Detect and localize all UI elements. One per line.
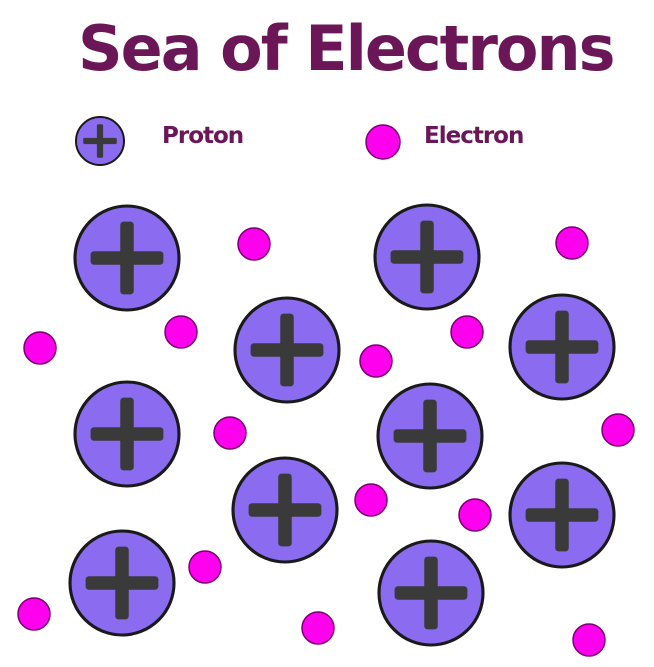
legend-icons [75,116,401,166]
proton-particle [376,382,484,490]
plus-sign-icon [393,399,467,473]
proton-particle [377,539,485,647]
electron-particle [601,413,635,447]
electron-particle [354,483,388,517]
proton-particle [233,296,341,404]
electron-particle [23,331,57,365]
plus-sign-icon [248,473,322,547]
electron-particle [450,315,484,349]
electron-particle [17,597,51,631]
plus-sign-icon [90,397,164,471]
plus-sign-icon [525,310,599,384]
legend-proton-icon [75,116,125,166]
proton-particle [73,204,181,312]
electron-layer [17,226,635,657]
plus-sign-icon [250,313,324,387]
proton-particle [231,456,339,564]
electron-particle [164,315,198,349]
proton-particle [73,380,181,488]
plus-sign-icon [83,124,117,158]
electron-particle [237,227,271,261]
proton-layer [68,203,616,647]
electron-particle [301,611,335,645]
electron-particle [458,498,492,532]
legend-electron-icon [365,124,401,160]
diagram-title: Sea of Electrons [78,12,616,85]
plus-sign-icon [390,220,464,294]
plus-sign-icon [85,546,159,620]
electron-particle [213,416,247,450]
electron-particle [572,623,606,657]
legend-proton-label: Proton [162,123,244,149]
electron-particle [188,550,222,584]
proton-particle [508,461,616,569]
legend-electron-label: Electron [424,123,524,149]
electron-particle [555,226,589,260]
proton-particle [373,203,481,311]
plus-sign-icon [525,478,599,552]
plus-sign-icon [394,556,468,630]
proton-particle [508,293,616,401]
plus-sign-icon [90,221,164,295]
electron-particle [359,344,393,378]
proton-particle [68,529,176,637]
